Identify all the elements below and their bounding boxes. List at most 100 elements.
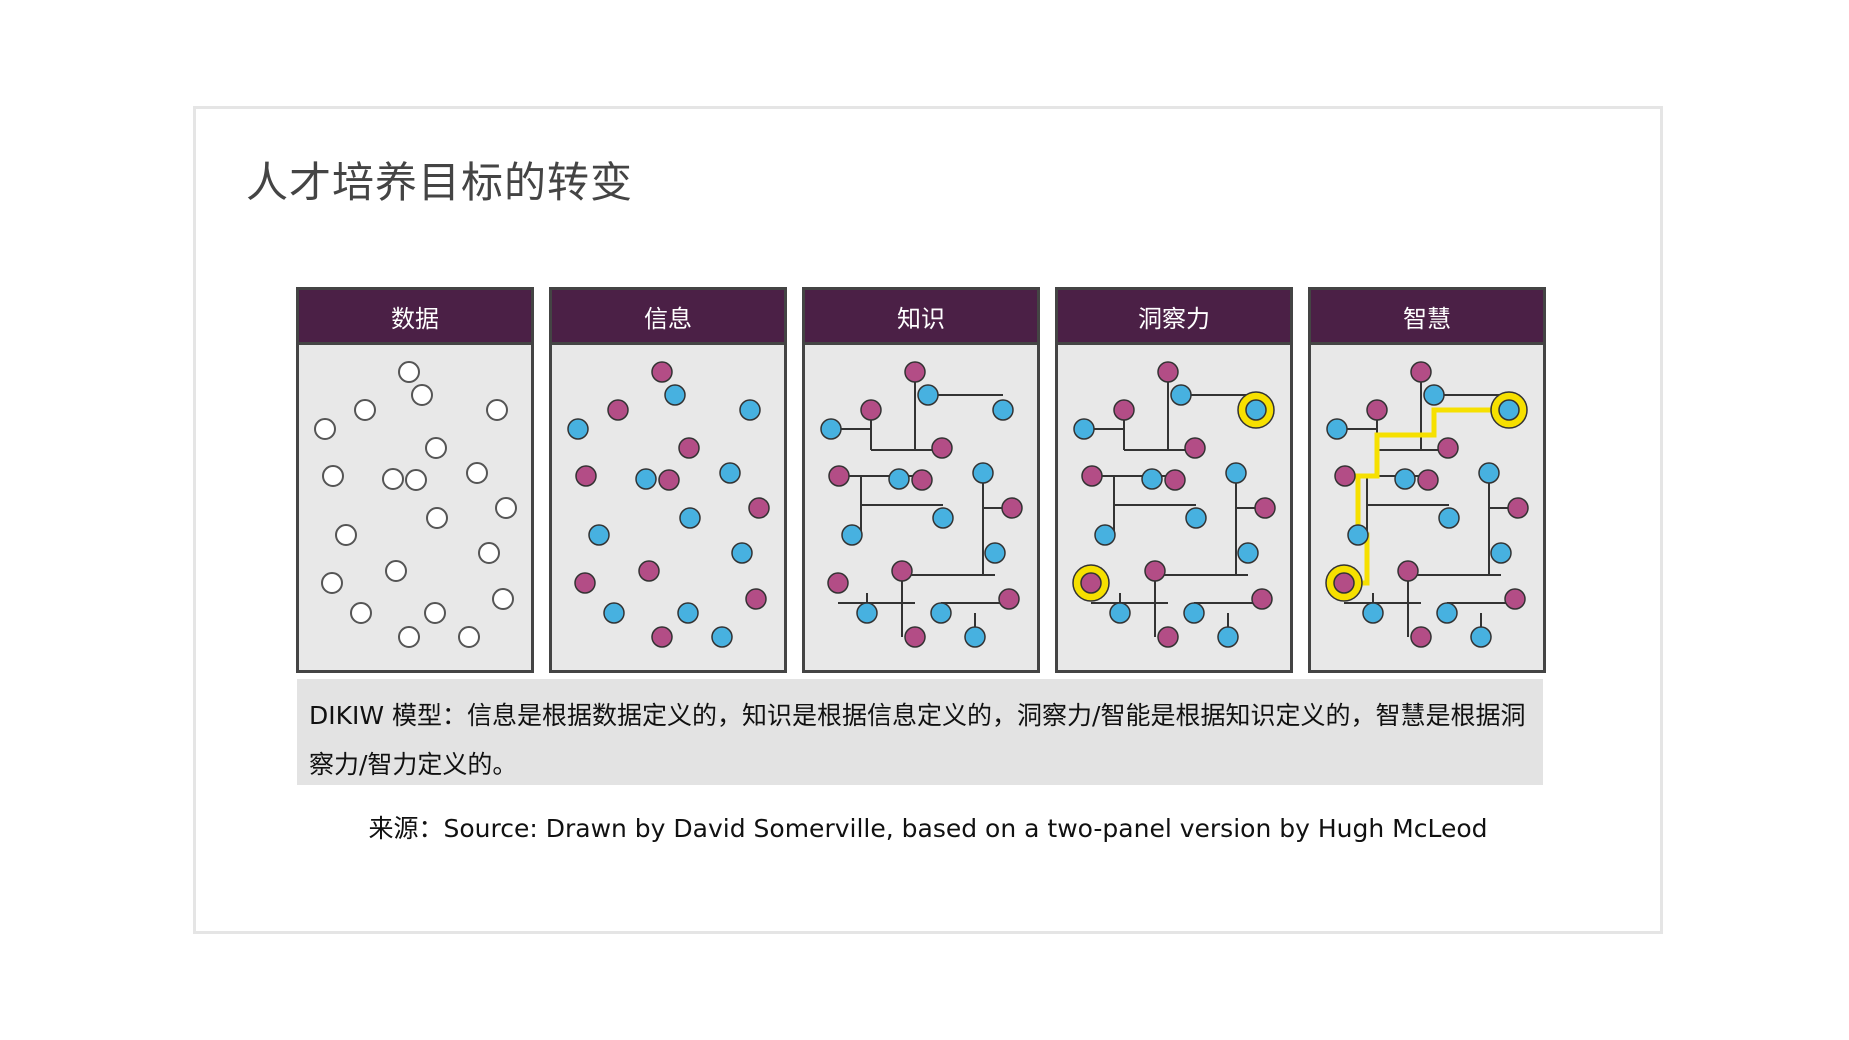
insight-dot — [1144, 560, 1166, 582]
data-dot — [478, 542, 500, 564]
knowledge-dot — [931, 437, 953, 459]
wisdom-dot — [1366, 399, 1388, 421]
knowledge-dot — [860, 399, 882, 421]
insight-dot — [1183, 602, 1205, 624]
panel-knowledge-header: 知识 — [805, 290, 1037, 345]
knowledge-dot — [856, 602, 878, 624]
insight-dot — [1094, 524, 1116, 546]
info-dot — [739, 399, 761, 421]
knowledge-dot — [984, 542, 1006, 564]
info-dot — [638, 560, 660, 582]
wisdom-dot — [1436, 602, 1458, 624]
data-dot — [424, 602, 446, 624]
wisdom-dot — [1478, 462, 1500, 484]
insight-dot — [1141, 468, 1163, 490]
diagram-caption: DIKIW 模型：信息是根据数据定义的，知识是根据信息定义的，洞察力/智能是根据… — [297, 679, 1543, 785]
insight-dot — [1109, 602, 1131, 624]
info-dot — [658, 469, 680, 491]
insight-dot — [1113, 399, 1135, 421]
data-dot — [354, 399, 376, 421]
info-dot — [567, 418, 589, 440]
wisdom-dot — [1347, 524, 1369, 546]
wisdom-dot — [1423, 384, 1445, 406]
insight-dot — [1225, 462, 1247, 484]
info-dot — [603, 602, 625, 624]
knowledge-dot — [888, 468, 910, 490]
wisdom-dot — [1498, 399, 1520, 421]
panel-insight-header: 洞察力 — [1058, 290, 1290, 345]
panel-knowledge-network — [820, 361, 1023, 648]
insight-dot — [1184, 437, 1206, 459]
knowledge-dot — [998, 588, 1020, 610]
insight-dot — [1073, 418, 1095, 440]
info-dot — [664, 384, 686, 406]
wisdom-dot — [1504, 588, 1526, 610]
info-dot — [651, 361, 673, 383]
wisdom-dot — [1394, 468, 1416, 490]
knowledge-dot — [827, 572, 849, 594]
info-dot — [745, 588, 767, 610]
info-dot — [588, 524, 610, 546]
info-dot — [575, 465, 597, 487]
insight-dot — [1185, 507, 1207, 529]
info-dot — [678, 437, 700, 459]
insight-dot — [1164, 469, 1186, 491]
panel-wisdom: 智慧 — [1308, 287, 1546, 673]
insight-dot — [1245, 399, 1267, 421]
panel-insight: 洞察力 — [1055, 287, 1293, 673]
panel-data: 数据 — [296, 287, 534, 673]
info-dot — [635, 468, 657, 490]
data-dot — [411, 384, 433, 406]
data-dot — [398, 361, 420, 383]
data-dot — [486, 399, 508, 421]
wisdom-dot — [1410, 626, 1432, 648]
wisdom-dot — [1437, 437, 1459, 459]
info-dot — [711, 626, 733, 648]
knowledge-dot — [932, 507, 954, 529]
insight-dot — [1217, 626, 1239, 648]
knowledge-dot — [911, 469, 933, 491]
insight-dot — [1251, 588, 1273, 610]
insight-dot — [1237, 542, 1259, 564]
insight-dot — [1157, 361, 1179, 383]
knowledge-dot — [904, 361, 926, 383]
wisdom-dot — [1438, 507, 1460, 529]
knowledge-dot — [891, 560, 913, 582]
knowledge-dot — [828, 465, 850, 487]
knowledge-dot — [930, 602, 952, 624]
insight-dot — [1080, 572, 1102, 594]
data-dot — [314, 418, 336, 440]
data-dot — [458, 626, 480, 648]
wisdom-dot — [1333, 572, 1355, 594]
data-dot — [335, 524, 357, 546]
wisdom-dot — [1490, 542, 1512, 564]
data-dot — [492, 588, 514, 610]
info-dot — [651, 626, 673, 648]
knowledge-dot — [841, 524, 863, 546]
info-dot — [607, 399, 629, 421]
knowledge-dot — [1001, 497, 1023, 519]
info-dot — [677, 602, 699, 624]
panel-insight-network — [1072, 361, 1276, 648]
knowledge-dot — [904, 626, 926, 648]
wisdom-dot — [1334, 465, 1356, 487]
insight-dot — [1157, 626, 1179, 648]
data-dot — [466, 462, 488, 484]
data-dot — [425, 437, 447, 459]
knowledge-dot — [972, 462, 994, 484]
info-dot — [574, 572, 596, 594]
info-dot — [748, 497, 770, 519]
panel-wisdom-network — [1325, 361, 1529, 648]
insight-dot — [1081, 465, 1103, 487]
data-dot — [405, 469, 427, 491]
panel-knowledge: 知识 — [802, 287, 1040, 673]
data-dot — [495, 497, 517, 519]
panel-information-dots — [567, 361, 770, 648]
insight-dot — [1254, 497, 1276, 519]
panel-information-header: 信息 — [552, 290, 784, 345]
panel-information: 信息 — [549, 287, 787, 673]
wisdom-dot — [1507, 497, 1529, 519]
data-dot — [321, 572, 343, 594]
data-dot — [382, 468, 404, 490]
wisdom-dot — [1470, 626, 1492, 648]
